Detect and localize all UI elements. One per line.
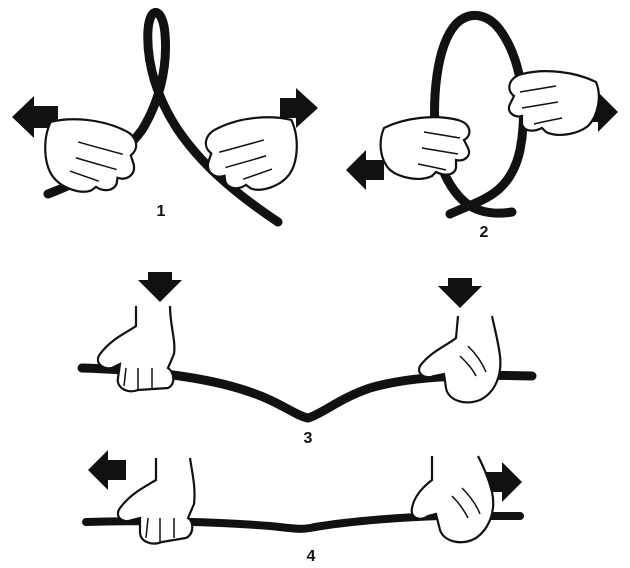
arrow-down-icon bbox=[438, 278, 482, 308]
rope-icon bbox=[435, 15, 524, 214]
step-1-label: 1 bbox=[146, 203, 176, 221]
hand-icon bbox=[39, 115, 140, 199]
hand-icon bbox=[118, 458, 195, 544]
step-4-label: 4 bbox=[296, 548, 326, 566]
hand-icon bbox=[419, 316, 500, 402]
arrow-left-icon bbox=[346, 150, 384, 190]
step-3-illustration bbox=[82, 272, 532, 418]
hand-icon bbox=[202, 113, 303, 197]
hand-icon bbox=[381, 117, 470, 179]
step-4-illustration bbox=[86, 450, 522, 544]
step-2-label: 2 bbox=[469, 224, 499, 242]
step-2-illustration bbox=[346, 15, 618, 214]
step-1-illustration bbox=[12, 12, 318, 222]
arrow-left-icon bbox=[88, 450, 126, 490]
arrow-down-icon bbox=[138, 272, 182, 302]
hand-icon bbox=[412, 456, 493, 542]
hand-icon bbox=[98, 306, 174, 391]
hand-icon bbox=[509, 71, 599, 135]
step-3-label: 3 bbox=[293, 430, 323, 448]
